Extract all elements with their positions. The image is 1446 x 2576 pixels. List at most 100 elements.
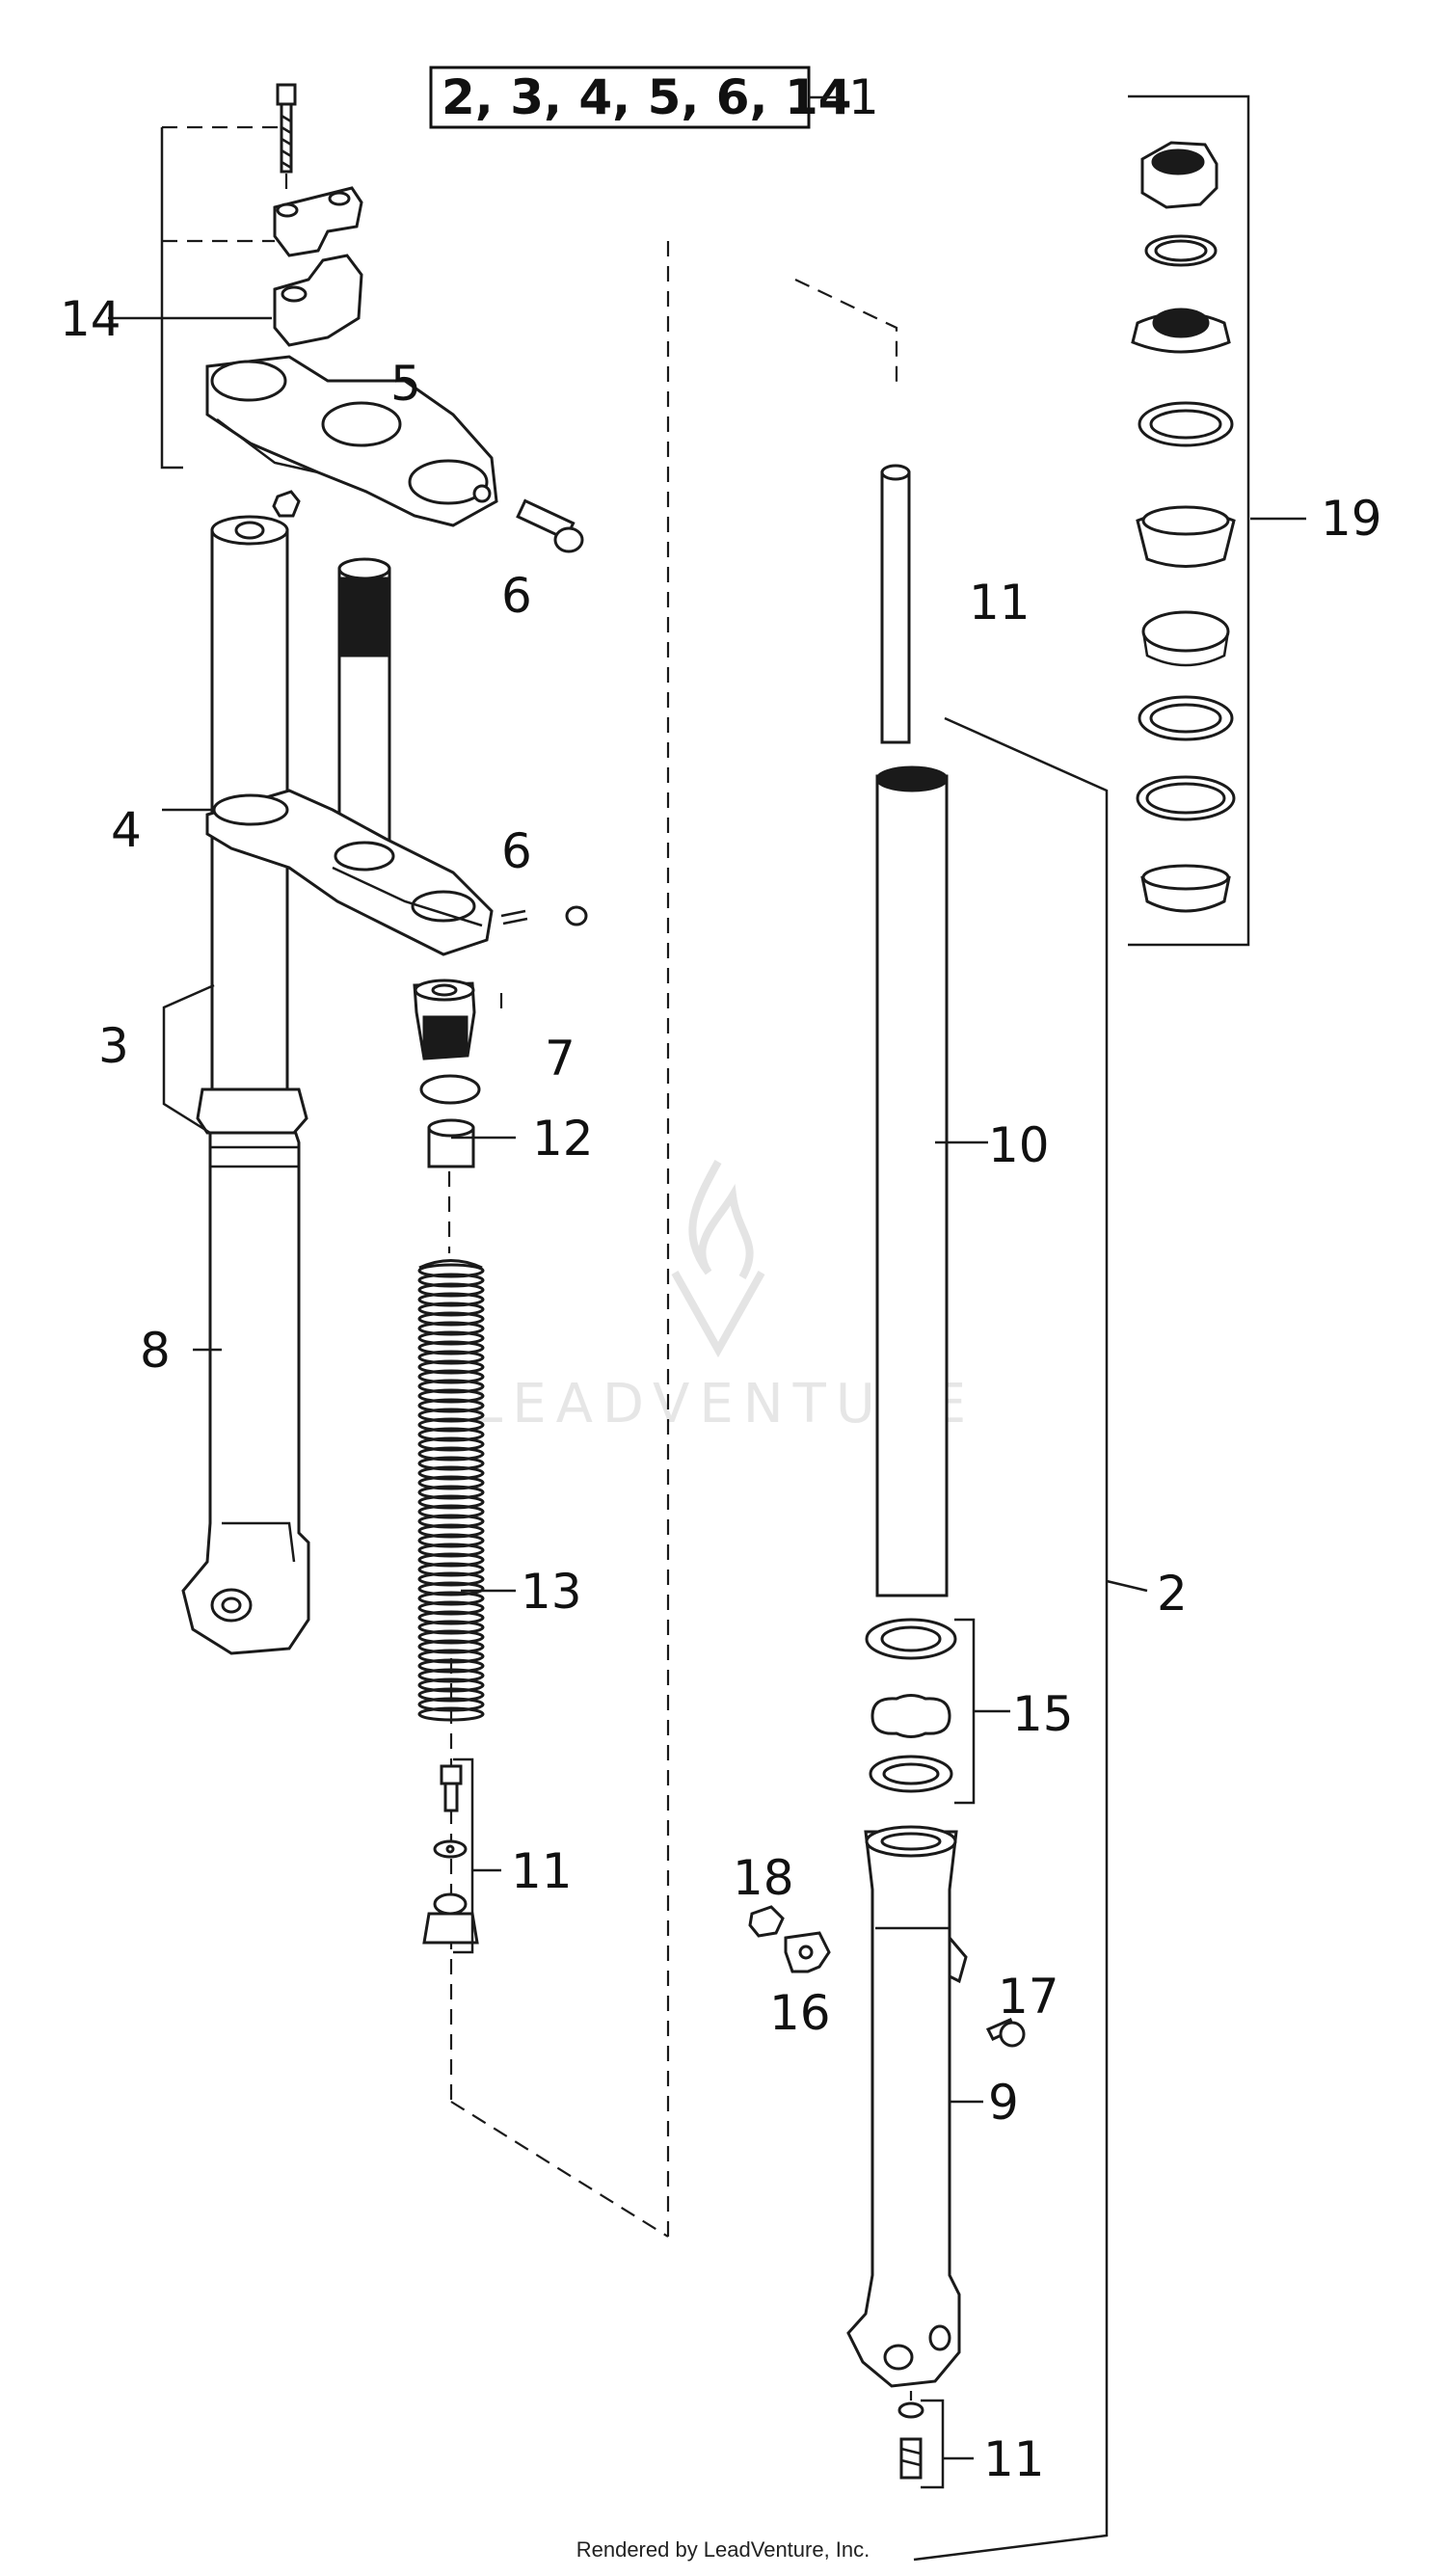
fork-slider-right <box>846 1825 968 2388</box>
spring-coil <box>417 1668 485 1683</box>
callout-5: 5 <box>390 356 421 412</box>
assembly-box-label: 2, 3, 4, 5, 6, 14 <box>442 69 852 125</box>
upper-triple-clamp <box>205 355 498 527</box>
assembly-box-ref: 1 <box>848 69 879 125</box>
spring-coil <box>417 1330 485 1346</box>
spring-coil <box>417 1446 485 1462</box>
callout-6-lower: 6 <box>501 823 532 879</box>
callout-18: 18 <box>733 1850 794 1906</box>
fork-slider-left <box>181 1087 310 1655</box>
spring-coil <box>417 1340 485 1355</box>
spring-coil <box>417 1379 485 1394</box>
spring-coil <box>417 1369 485 1384</box>
pinch-bolt-lower <box>500 905 588 926</box>
spring-coil <box>417 1571 485 1587</box>
callout-10: 10 <box>988 1117 1050 1173</box>
nut-small-1 <box>272 490 301 518</box>
spring-coil <box>417 1706 485 1722</box>
spring-coil <box>417 1639 485 1654</box>
steering-bearing-kit <box>1131 141 1236 913</box>
callout-11-rod: 11 <box>969 575 1031 631</box>
assembly-box-frame <box>429 66 811 129</box>
damper-rod <box>880 464 911 744</box>
spring-coil <box>417 1620 485 1635</box>
inner-fork-tube <box>875 765 949 1597</box>
spring-coil <box>417 1436 485 1452</box>
spring-coil <box>417 1523 485 1539</box>
spring-coil <box>417 1649 485 1664</box>
spring-coil <box>417 1388 485 1404</box>
spring-coils <box>417 1263 485 1722</box>
callout-4: 4 <box>111 802 142 858</box>
spring-coil <box>417 1485 485 1500</box>
callout-7: 7 <box>545 1031 576 1087</box>
watermark-logo-icon <box>671 1160 765 1358</box>
spring-coil <box>417 1321 485 1336</box>
callout-19: 19 <box>1321 491 1382 547</box>
drain-bolt <box>897 2402 924 2480</box>
spring-coil <box>417 1697 485 1712</box>
spring-coil <box>417 1350 485 1365</box>
spring-coil <box>417 1610 485 1625</box>
spring-coil <box>417 1273 485 1288</box>
fork-cap-bolt <box>413 979 476 1060</box>
spring-coil <box>417 1552 485 1568</box>
screw-17 <box>985 2018 1026 2048</box>
handlebar-clamp-upper <box>273 186 363 257</box>
callout-3: 3 <box>98 1018 129 1074</box>
spring-coil <box>417 1475 485 1490</box>
spring-coil <box>417 1658 485 1674</box>
spring-coil <box>417 1504 485 1519</box>
callout-6-upper: 6 <box>501 568 532 624</box>
spring-coil <box>417 1562 485 1577</box>
nut-18 <box>748 1905 785 1938</box>
spring-coil <box>417 1591 485 1606</box>
callout-13: 13 <box>521 1564 582 1620</box>
spring-coil <box>417 1301 485 1317</box>
callout-14: 14 <box>60 291 121 347</box>
assembly-box: 2, 3, 4, 5, 6, 14 1 <box>429 66 879 129</box>
spring-coil <box>417 1427 485 1442</box>
footer-credit: Rendered by LeadVenture, Inc. <box>576 2537 870 2562</box>
spring-coil <box>417 1543 485 1558</box>
callout-12: 12 <box>532 1111 594 1167</box>
spring-coil <box>417 1282 485 1298</box>
spring-coil <box>417 1456 485 1471</box>
spring-coil <box>417 1359 485 1375</box>
cable-clip <box>784 1931 831 1973</box>
spring-coil <box>417 1600 485 1616</box>
callout-11-damper: 11 <box>511 1843 573 1899</box>
callout-2: 2 <box>1157 1566 1188 1622</box>
callout-15: 15 <box>1012 1686 1074 1742</box>
pinch-bolt-upper <box>516 498 584 553</box>
bracket-14-group <box>160 125 280 470</box>
leader-lines <box>108 316 1306 2460</box>
fork-seal-kit <box>865 1618 957 1793</box>
spring-coil <box>417 1687 485 1703</box>
spring-coil <box>417 1263 485 1278</box>
spring-coil <box>417 1581 485 1597</box>
lower-triple-clamp <box>205 789 494 956</box>
spring-coil <box>417 1398 485 1413</box>
damper-rod-bolt <box>422 1764 479 1945</box>
handlebar-clamp-lower <box>273 254 363 347</box>
spring-coil <box>417 1417 485 1433</box>
spring-coil <box>417 1677 485 1693</box>
callout-8: 8 <box>140 1323 171 1379</box>
spring-coil <box>417 1629 485 1645</box>
steering-stem <box>337 557 391 860</box>
handlebar-bolt <box>276 83 297 174</box>
spring-coil <box>417 1514 485 1529</box>
callout-17: 17 <box>998 1969 1059 2025</box>
callout-labels: 14 5 6 11 19 4 6 3 7 12 10 8 13 2 15 11 … <box>60 291 1382 2487</box>
spring-coil <box>417 1533 485 1548</box>
callout-16: 16 <box>769 1985 831 2041</box>
spring-coil <box>417 1408 485 1423</box>
spring-coil <box>417 1494 485 1510</box>
o-ring <box>419 1074 481 1105</box>
callout-11-drain: 11 <box>983 2431 1045 2487</box>
fork-spring <box>417 1259 485 1722</box>
spring-coil <box>417 1311 485 1327</box>
spring-coil <box>417 1292 485 1307</box>
